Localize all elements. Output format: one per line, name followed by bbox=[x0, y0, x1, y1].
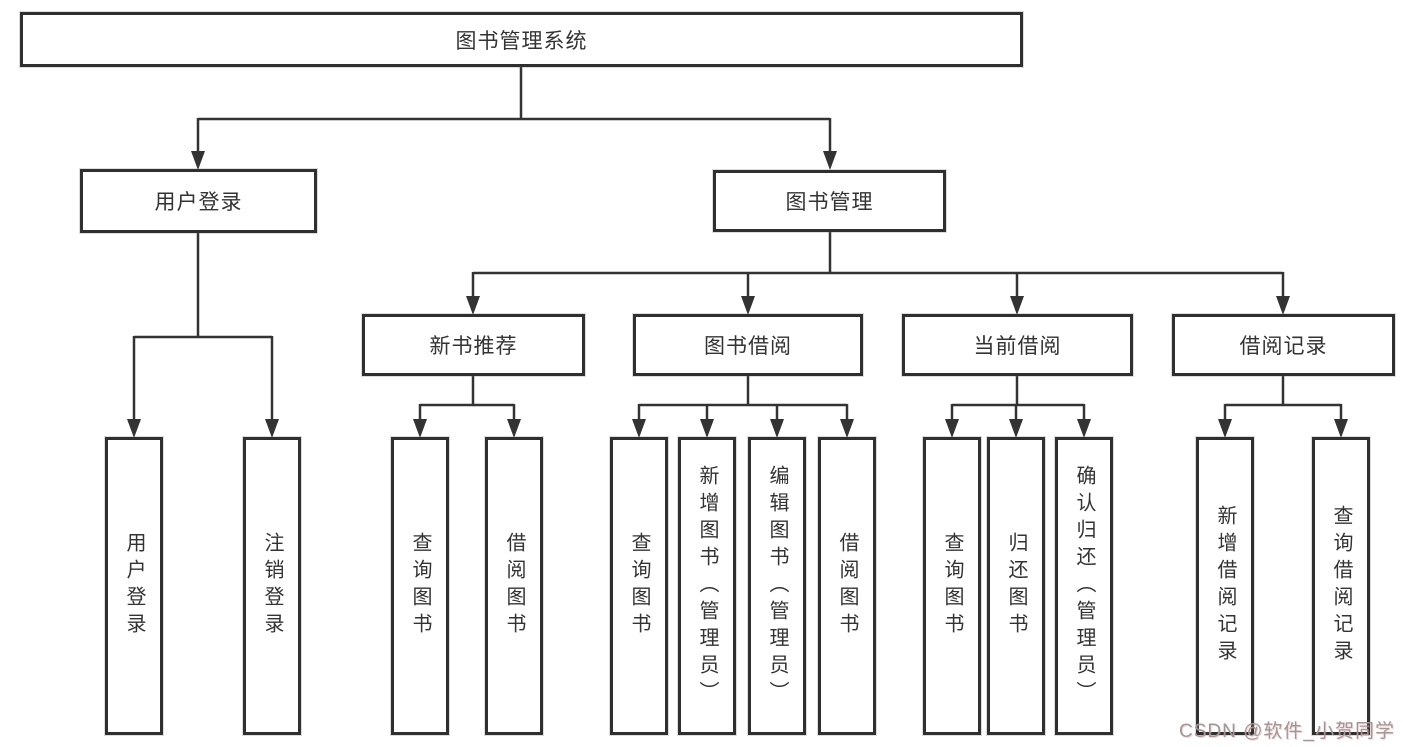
leaf-label: 新增图书（管理员） bbox=[696, 464, 718, 708]
leaf-confirm-return-admin: 确认归还（管理员） bbox=[1055, 437, 1113, 735]
node-current-borrow: 当前借阅 bbox=[902, 314, 1133, 376]
node-borrow-records: 借阅记录 bbox=[1172, 314, 1395, 376]
leaf-return-books: 归还图书 bbox=[987, 437, 1045, 735]
leaf-add-borrow-record: 新增借阅记录 bbox=[1196, 437, 1254, 735]
leaf-label: 查询图书 bbox=[941, 532, 963, 640]
node-user-login: 用户登录 bbox=[80, 169, 317, 233]
node-root: 图书管理系统 bbox=[20, 12, 1023, 67]
leaf-edit-books-admin: 编辑图书（管理员） bbox=[748, 437, 806, 735]
leaf-label: 查询借阅记录 bbox=[1330, 505, 1352, 667]
arrowheads bbox=[127, 151, 1348, 438]
leaf-label: 查询图书 bbox=[409, 532, 431, 640]
leaf-logout: 注销登录 bbox=[243, 437, 301, 735]
leaf-query-books-borrow: 查询图书 bbox=[610, 437, 668, 735]
leaf-label: 注销登录 bbox=[261, 532, 283, 640]
leaf-label: 借阅图书 bbox=[836, 532, 858, 640]
leaf-query-books-current: 查询图书 bbox=[923, 437, 981, 735]
leaf-label: 编辑图书（管理员） bbox=[766, 464, 788, 708]
leaf-add-books-admin: 新增图书（管理员） bbox=[678, 437, 736, 735]
csdn-watermark: CSDN @软件_小贺同学 bbox=[1179, 721, 1395, 742]
leaf-label: 归还图书 bbox=[1005, 532, 1027, 640]
node-book-borrow: 图书借阅 bbox=[633, 314, 863, 376]
node-book-management: 图书管理 bbox=[713, 170, 946, 232]
leaf-label: 借阅图书 bbox=[503, 532, 525, 640]
leaf-query-borrow-record: 查询借阅记录 bbox=[1312, 437, 1370, 735]
leaf-borrow-books: 借阅图书 bbox=[818, 437, 876, 735]
leaf-label: 确认归还（管理员） bbox=[1073, 464, 1095, 708]
leaf-borrow-books-recommend: 借阅图书 bbox=[485, 437, 543, 735]
leaf-query-books-recommend: 查询图书 bbox=[391, 437, 449, 735]
node-new-book-recommend: 新书推荐 bbox=[362, 314, 585, 376]
leaf-user-login: 用户登录 bbox=[105, 437, 163, 735]
leaf-label: 新增借阅记录 bbox=[1214, 505, 1236, 667]
leaf-label: 用户登录 bbox=[123, 532, 145, 640]
leaf-label: 查询图书 bbox=[628, 532, 650, 640]
